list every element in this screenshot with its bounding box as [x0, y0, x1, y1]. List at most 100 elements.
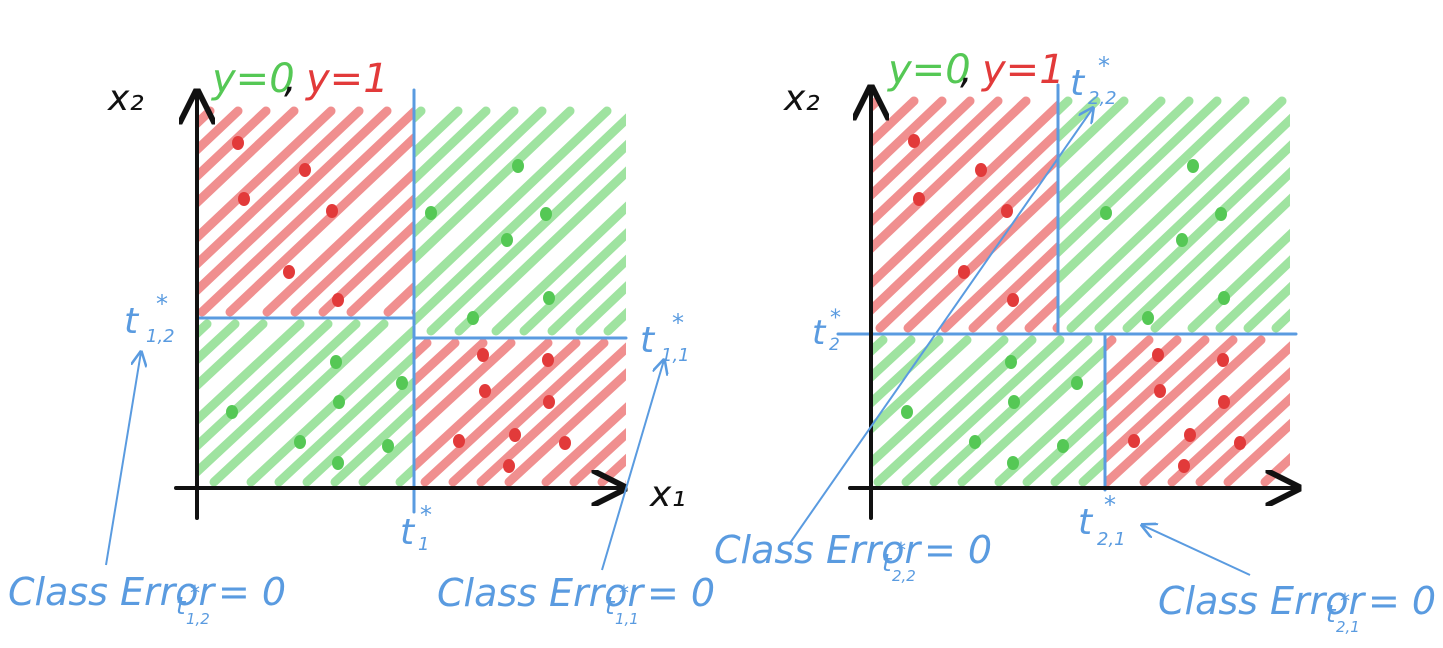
hatch-stroke	[197, 106, 392, 297]
data-point-class-0	[1005, 355, 1017, 369]
svg-text:*: *	[619, 581, 629, 605]
hatch-stroke	[1260, 452, 1290, 487]
svg-text:t: t	[882, 549, 893, 577]
data-point-class-0	[501, 233, 513, 247]
data-point-class-0	[1176, 233, 1188, 247]
data-point-class-1	[1007, 293, 1019, 307]
threshold-label-t11: t * 1,1	[640, 309, 690, 366]
arrow-to-t12	[105, 352, 141, 566]
hatch-stroke	[519, 228, 626, 336]
hatch-stroke	[414, 113, 626, 327]
hatch-stroke	[197, 319, 240, 366]
legend-y1: y=1	[305, 56, 389, 102]
svg-text:1: 1	[418, 534, 429, 555]
hatch-stroke	[870, 99, 1058, 291]
svg-text:2,2: 2,2	[1088, 88, 1117, 109]
hatch-stroke	[197, 106, 299, 209]
arrow-to-t22	[789, 108, 1093, 544]
data-point-class-1	[503, 459, 515, 473]
svg-text:= 0: = 0	[218, 570, 286, 614]
svg-text:= 0: = 0	[647, 571, 715, 615]
hatch-region-p1-bottom-left-green	[197, 319, 414, 487]
hatch-stroke	[318, 219, 414, 317]
legend-y1: y=1	[981, 47, 1065, 93]
svg-text:t: t	[1326, 600, 1337, 628]
data-point-class-0	[1100, 206, 1112, 220]
data-point-class-1	[479, 384, 491, 398]
data-point-class-1	[542, 353, 554, 367]
hatch-stroke	[448, 338, 609, 487]
svg-text:= 0: = 0	[924, 528, 992, 572]
hatch-stroke	[1066, 113, 1290, 333]
hatch-stroke	[870, 96, 1003, 229]
hatch-stroke	[1288, 478, 1290, 486]
axis-label-x1-panel-1: x₁	[649, 474, 686, 515]
svg-text:*: *	[1104, 491, 1116, 519]
hatch-stroke	[996, 267, 1058, 333]
hatch-stroke	[414, 106, 519, 213]
hatch-region-p2-bottom-left-green	[870, 335, 1105, 487]
data-point-class-0	[467, 311, 479, 325]
hatch-stroke	[870, 126, 1058, 318]
svg-text:1,1: 1,1	[661, 345, 690, 366]
data-point-class-0	[901, 405, 913, 419]
svg-text:*: *	[156, 290, 168, 318]
data-point-class-1	[958, 265, 970, 279]
svg-text:t: t	[1078, 502, 1094, 543]
hatch-stroke	[197, 319, 268, 392]
data-point-class-0	[1007, 456, 1019, 470]
hatch-stroke	[197, 106, 215, 130]
data-point-class-1	[908, 134, 920, 148]
axes-panel-2	[848, 88, 1298, 520]
hatch-stroke	[870, 335, 972, 436]
hatch-stroke	[957, 344, 1105, 487]
hatch-stroke	[1058, 96, 1222, 259]
hatch-stroke	[1105, 335, 1210, 439]
svg-text:*: *	[830, 306, 841, 331]
hatch-stroke	[454, 166, 626, 336]
data-point-class-0	[332, 456, 344, 470]
data-point-class-1	[1152, 348, 1164, 362]
legend-comma: ,	[284, 56, 297, 102]
hatch-stroke	[1105, 335, 1154, 387]
threshold-label-t21: t * 2,1	[1078, 491, 1126, 550]
hatch-stroke	[426, 139, 626, 336]
hatch-stroke	[1105, 335, 1266, 487]
hatch-stroke	[1195, 392, 1290, 487]
hatch-region-p1-top-right-green	[414, 106, 626, 336]
split-lines-panel-1	[195, 88, 628, 514]
hatch-stroke	[197, 106, 271, 183]
data-point-class-0	[1057, 439, 1069, 453]
data-point-class-0	[330, 355, 342, 369]
data-point-class-0	[1008, 395, 1020, 409]
hatch-stroke	[414, 106, 547, 239]
annotation-class-error-t22: Class Error t * 2,2 = 0	[714, 528, 992, 585]
svg-text:t: t	[400, 512, 416, 553]
hatch-stroke	[290, 193, 414, 317]
hatch-stroke	[625, 479, 626, 485]
hatch-stroke	[1223, 418, 1290, 487]
svg-text:2: 2	[829, 335, 840, 355]
data-point-class-0	[1071, 376, 1083, 390]
hatch-stroke	[1139, 341, 1290, 487]
hatch-stroke	[870, 96, 919, 149]
data-point-class-1	[326, 204, 338, 218]
split-lines-panel-2	[836, 83, 1298, 492]
hatch-stroke	[262, 167, 414, 317]
data-point-class-1	[1178, 459, 1190, 473]
hatch-stroke	[346, 246, 414, 317]
hatch-stroke	[197, 106, 336, 244]
hatch-stroke	[994, 378, 1105, 487]
hatch-stroke	[968, 241, 1058, 333]
hatch-stroke	[1058, 96, 1166, 206]
hatch-stroke	[903, 179, 1058, 333]
hatch-stroke	[1058, 96, 1194, 232]
hatch-stroke	[197, 106, 414, 317]
hatch-stroke	[541, 402, 626, 487]
hatch-stroke	[569, 428, 626, 487]
hatch-stroke	[0, 111, 173, 312]
hatch-stroke	[1122, 166, 1290, 333]
svg-text:*: *	[672, 309, 684, 337]
axis-label-x2-panel-2: x₂	[783, 78, 820, 119]
hatch-stroke	[870, 96, 882, 114]
